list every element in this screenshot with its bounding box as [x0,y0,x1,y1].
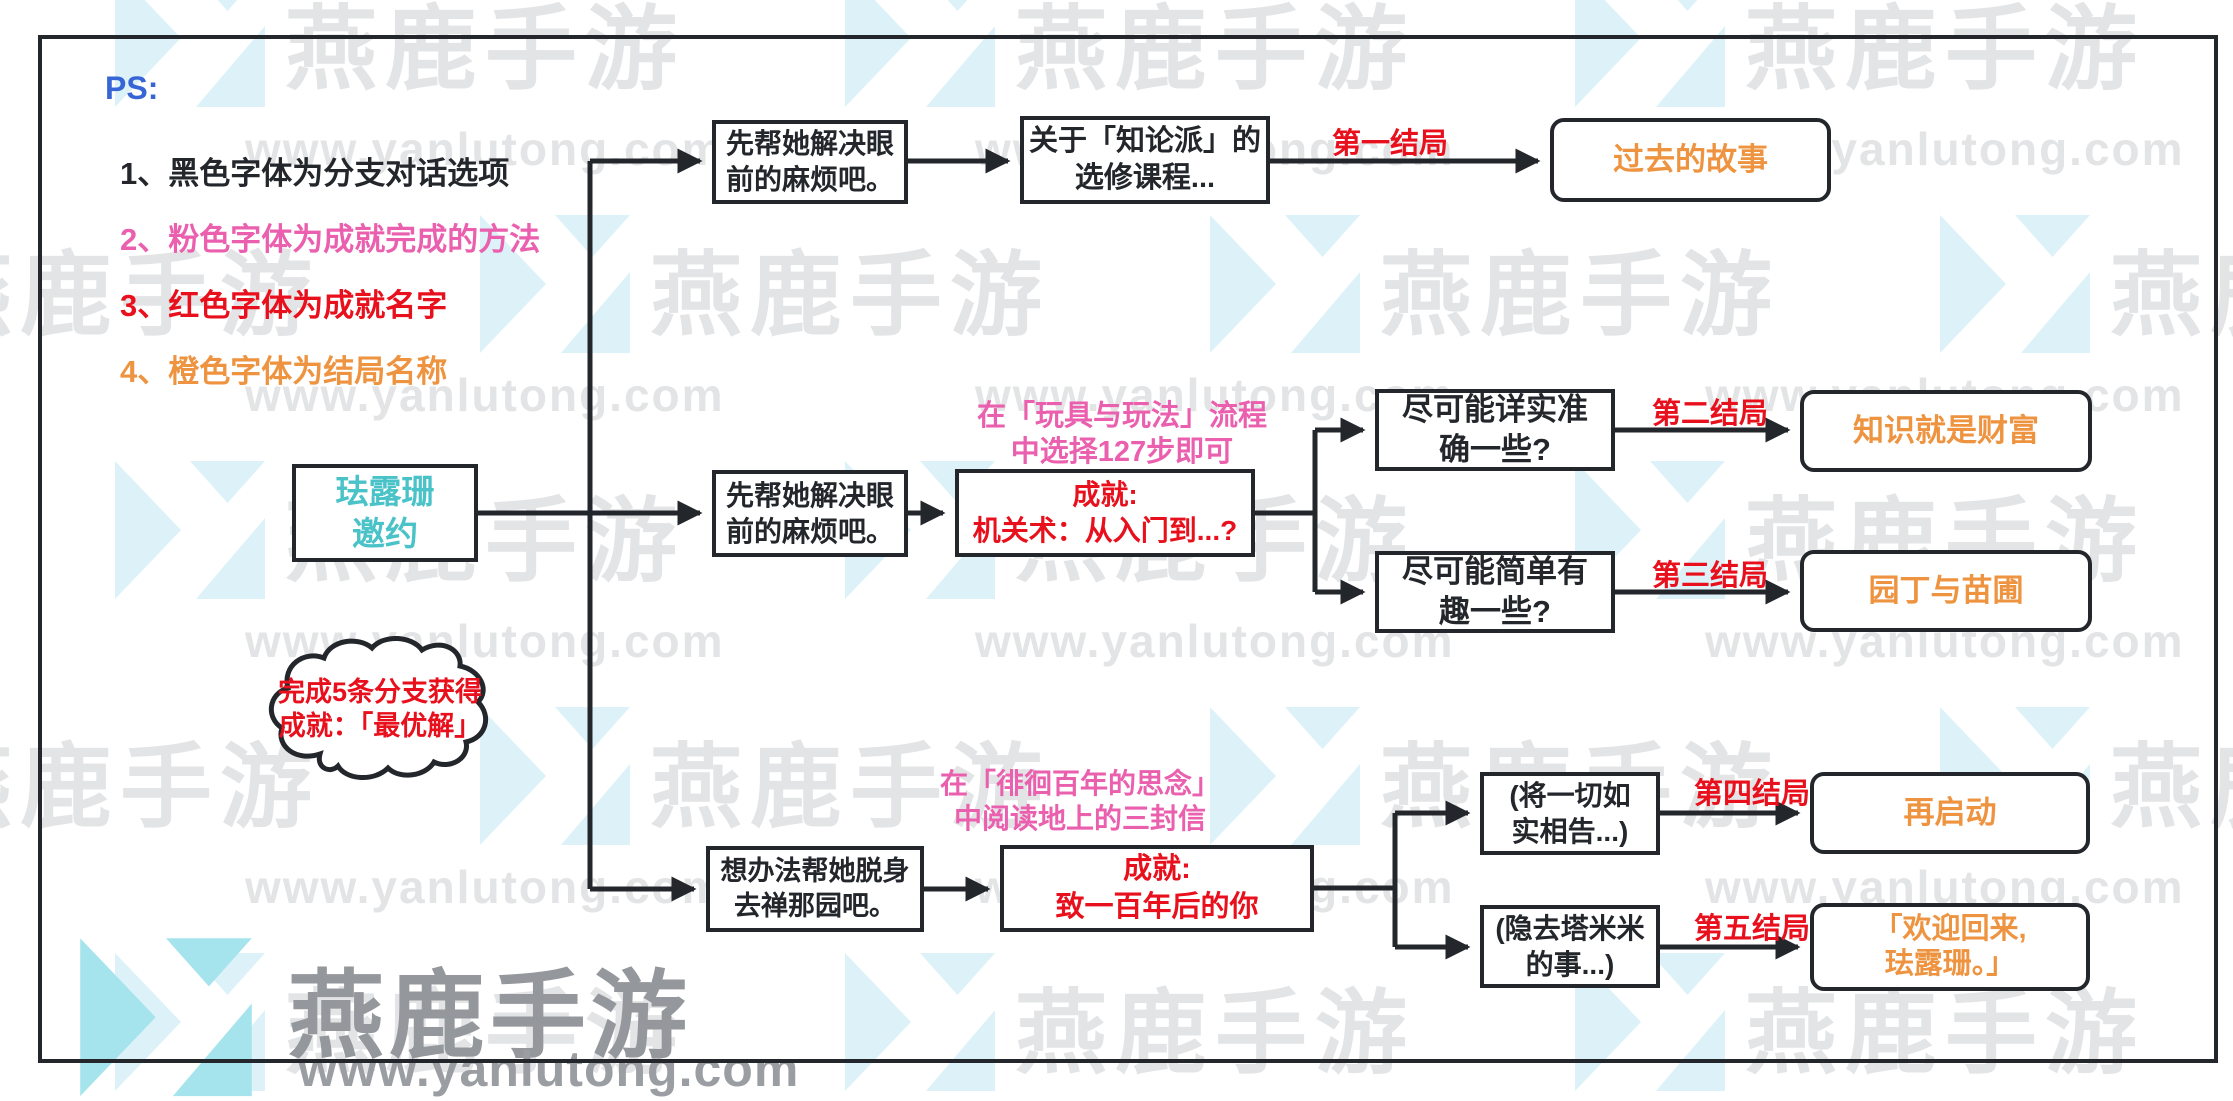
node-branch3-optionB: (隐去塔米米 的事...) [1480,905,1660,988]
watermark-brand-text: 燕鹿手游 [650,245,1051,347]
watermark-url-text: www.yanlutong.com [245,369,725,421]
watermark-brand-text: 燕鹿手游 [0,245,321,347]
watermark-url-text: www.yanlutong.com [245,123,725,175]
outer-frame [38,35,2218,1063]
watermark-logo-icon [1575,0,1725,113]
yanlutong-logo-icon [80,928,252,1101]
watermark-brand-text: 燕鹿手游 [1015,0,1416,101]
node-ending4: 再启动 [1810,772,2090,854]
watermark-logo-icon [480,206,630,359]
watermark-brand-text: 燕鹿手游 [285,0,686,101]
watermark-logo-icon [845,944,995,1097]
ending4-label: 第四结局 [1693,778,1810,810]
cloud-shape [264,630,496,786]
connector-fork1 [1255,430,1318,592]
corner-brand-text: 燕鹿手游 [288,963,692,1070]
node-branch2-optionB: 尽可能简单有 趣一些? [1375,551,1615,633]
branch3-note: 在「徘徊百年的思念」 中阅读地上的三封信 [939,768,1220,834]
watermark-brand-text: 燕鹿手游 [2110,245,2233,347]
connector-fork2 [1314,813,1398,947]
node-branch3-achievement: 成就: 致一百年后的你 [1000,845,1314,932]
watermark-brand-text: 燕鹿手游 [0,737,321,839]
connector-start-trunk [478,161,593,889]
watermark-brand-text: 燕鹿手游 [1015,983,1416,1085]
legend-item-orange: 4、橙色字体为结局名称 [120,354,448,389]
node-ending1: 过去的故事 [1550,118,1831,202]
watermark-logo-icon [115,0,265,113]
node-ending3: 园丁与苗圃 [1800,550,2092,632]
corner-url-text: www.yanlutong.com [298,1041,800,1097]
ending2-label: 第二结局 [1651,398,1768,430]
node-branch3-choice: 想办法帮她脱身 去禅那园吧。 [706,846,924,932]
watermark-url-text: www.yanlutong.com [975,369,1455,421]
node-branch2-optionA: 尽可能详实准 确一些? [1375,389,1615,471]
watermark-logo-icon [115,452,265,605]
watermark-logo-icon [1210,698,1360,851]
watermark-brand-text: 燕鹿手游 [1745,0,2146,101]
watermark-logo-icon [845,0,995,113]
legend-item-black: 1、黑色字体为分支对话选项 [120,156,510,191]
ending5-label: 第五结局 [1693,913,1810,945]
node-branch1-choice: 先帮她解决眼 前的麻烦吧。 [712,120,908,204]
legend-item-red: 3、红色字体为成就名字 [120,288,448,323]
branch2-note: 在「玩具与玩法」流程 中选择127步即可 [976,400,1267,469]
node-branch2-choice: 先帮她解决眼 前的麻烦吧。 [712,470,908,557]
legend-title: PS: [105,70,159,106]
watermark-brand-text: 燕鹿手游 [1380,245,1781,347]
node-branch3-optionA: (将一切如 实相告...) [1480,772,1660,855]
watermark-brand-text: 燕鹿手游 [2110,737,2233,839]
node-start: 珐露珊 邀约 [292,464,478,562]
watermark-brand-text: 燕鹿手游 [650,737,1051,839]
node-ending5: 「欢迎回来, 珐露珊。」 [1810,903,2090,991]
watermark-logo-icon [1940,206,2090,359]
cloud-achievement-note: 完成5条分支获得 成就：「最优解」 [277,677,483,741]
node-branch1-step: 关于「知论派」的 选修课程... [1020,116,1270,204]
watermark-brand-text: 燕鹿手游 [285,983,686,1085]
watermark-logo-icon [1210,206,1360,359]
legend-item-pink: 2、粉色字体为成就完成的方法 [120,222,541,257]
watermark-brand-text: 燕鹿手游 [1745,983,2146,1085]
watermark-url-text: www.yanlutong.com [975,615,1455,667]
node-ending2: 知识就是财富 [1800,390,2092,472]
ending3-label: 第三结局 [1651,560,1768,592]
node-branch2-achievement: 成就: 机关术：从入门到...? [955,469,1255,557]
ending1-label: 第一结局 [1331,128,1448,160]
